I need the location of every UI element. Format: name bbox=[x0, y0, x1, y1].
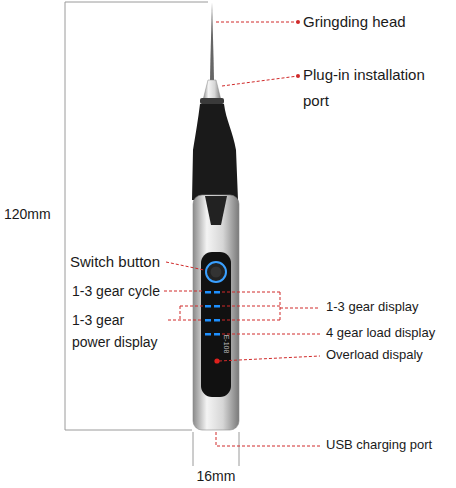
switch-button bbox=[206, 262, 226, 282]
leader-dots bbox=[296, 20, 300, 78]
led-indicators bbox=[205, 291, 220, 336]
part-label: USB charging port bbox=[326, 438, 432, 453]
collet bbox=[203, 80, 221, 100]
grip bbox=[192, 104, 238, 200]
overload-led bbox=[214, 358, 219, 363]
part-label: 1-3 gear cycle bbox=[72, 283, 160, 299]
leader-lines bbox=[164, 22, 320, 446]
part-label: 1-3 gear power display bbox=[72, 309, 164, 353]
dimension-label: 16mm bbox=[186, 468, 246, 484]
part-label: 4 gear load display bbox=[326, 326, 435, 341]
dimension-lines bbox=[65, 2, 239, 466]
part-label: 1-3 gear display bbox=[326, 300, 419, 315]
grip-notch bbox=[205, 196, 227, 225]
collet-ring bbox=[200, 98, 224, 104]
part-label: Overload dispaly bbox=[326, 348, 423, 363]
pen-body bbox=[193, 195, 239, 430]
control-panel bbox=[201, 252, 231, 397]
part-label: Switch button bbox=[70, 253, 160, 270]
part-label: Gringding head bbox=[303, 13, 406, 30]
model-number: E-108 bbox=[222, 329, 230, 359]
dimension-label: 120mm bbox=[4, 206, 51, 222]
part-label: Plug-in installation port bbox=[303, 62, 443, 114]
grinding-head bbox=[210, 2, 214, 80]
switch-button-center bbox=[211, 267, 222, 278]
